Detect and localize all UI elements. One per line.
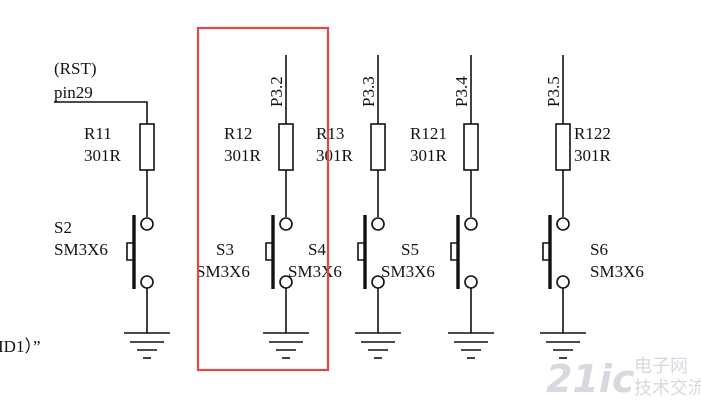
switch-actuator [265, 242, 273, 261]
port-label-p3-5: P3.5 [544, 76, 563, 107]
switch-contact [140, 217, 154, 231]
net-label-name: (RST) [54, 59, 97, 78]
switch-ref: S6 [590, 240, 608, 259]
watermark-logo: 21ic [546, 357, 635, 401]
switch-contact [556, 275, 570, 289]
switch-contact [464, 275, 478, 289]
switch-part: SM3X6 [381, 262, 435, 281]
resistor-ref: R13 [316, 124, 344, 143]
switch-ref: S5 [401, 240, 419, 259]
switch-part: SM3X6 [288, 262, 342, 281]
switch-actuator [357, 242, 365, 261]
rst-wire [54, 101, 148, 124]
highlight-box [196, 26, 330, 372]
resistor-r11 [139, 123, 155, 171]
resistor-r12 [278, 123, 294, 171]
switch-part: SM3X6 [196, 262, 250, 281]
watermark-cn-bottom: 技术交流 [634, 378, 701, 399]
switch-part: SM3X6 [590, 262, 644, 281]
site-watermark: 21ic 电子网 技术交流 [546, 356, 701, 401]
switch-ref: S2 [54, 218, 72, 237]
switch-actuator [126, 242, 134, 261]
resistor-r13 [370, 123, 386, 171]
switch-actuator [542, 242, 550, 261]
resistor-r121 [463, 123, 479, 171]
resistor-ref: R121 [410, 124, 447, 143]
switch-actuator [450, 242, 458, 261]
resistor-ref: R12 [224, 124, 252, 143]
switch-contact [371, 217, 385, 231]
switch-contact [556, 217, 570, 231]
switch-contact [464, 217, 478, 231]
port-label-p3-2: P3.2 [267, 76, 286, 107]
circuit-column-5: P3.5 R122 301R S6 SM3X6 [540, 55, 644, 359]
circuit-column-4: P3.4 R121 301R S5 SM3X6 [381, 55, 494, 359]
switch-part: SM3X6 [54, 240, 108, 259]
resistor-ref: R11 [84, 124, 112, 143]
port-label-p3-3: P3.3 [359, 76, 378, 107]
circuit-column-2: P3.2 R12 301R S3 SM3X6 [196, 55, 309, 359]
switch-ref: S4 [308, 240, 326, 259]
resistor-r122 [555, 123, 571, 171]
watermark-cn-top: 电子网 [634, 356, 688, 377]
resistor-ref: R122 [574, 124, 611, 143]
resistor-value: 301R [84, 146, 122, 165]
port-label-p3-4: P3.4 [452, 76, 471, 107]
rst-net: (RST) pin29 [54, 59, 148, 124]
circuit-column-1: R11 301R S2 SM3X6 [54, 123, 170, 359]
resistor-value: 301R [224, 146, 262, 165]
circuit-column-3: P3.3 R13 301R S4 SM3X6 [288, 55, 401, 359]
switch-ref: S3 [216, 240, 234, 259]
cropped-edge-text: ID1）” [0, 337, 40, 356]
resistor-value: 301R [316, 146, 354, 165]
resistor-value: 301R [410, 146, 448, 165]
resistor-value: 301R [574, 146, 612, 165]
switch-contact [279, 217, 293, 231]
switch-contact [140, 275, 154, 289]
net-label-pin: pin29 [54, 83, 93, 102]
